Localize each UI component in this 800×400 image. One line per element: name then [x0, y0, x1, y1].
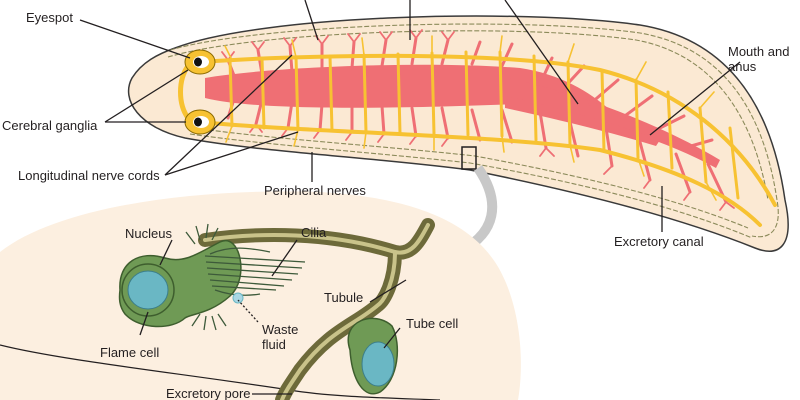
eyespot-lower	[184, 109, 216, 135]
label-excretory-canal: Excretory canal	[614, 234, 704, 249]
protonephridia-inset	[0, 191, 521, 400]
waste-fluid-droplet	[232, 292, 244, 304]
label-peripheral-nerves: Peripheral nerves	[264, 183, 366, 198]
label-cerebral-ganglia: Cerebral ganglia	[2, 118, 98, 133]
label-excretory-pore: Excretory pore	[166, 386, 251, 400]
label-flame-cell: Flame cell	[100, 345, 159, 360]
label-mouth-and-anus-line1: Mouth and	[728, 44, 789, 59]
zoom-region-box	[461, 146, 477, 170]
tubule	[198, 218, 435, 400]
label-nucleus: Nucleus	[125, 226, 172, 241]
label-mouth-and-anus-line2: anus	[728, 59, 757, 74]
label-waste-fluid-line1: Waste	[262, 322, 298, 337]
label-waste-fluid-line2: fluid	[262, 337, 286, 352]
nervous-system	[178, 35, 777, 227]
label-tubule: Tubule	[324, 290, 363, 305]
label-longitudinal-nerve-cords: Longitudinal nerve cords	[18, 168, 160, 183]
tube-cell	[347, 317, 399, 395]
eyespot-upper	[184, 49, 216, 75]
label-tube-cell: Tube cell	[406, 316, 458, 331]
label-cilia: Cilia	[301, 225, 327, 240]
planarian-body	[127, 15, 789, 252]
label-eyespot: Eyespot	[26, 10, 73, 25]
labels: Eyespot Cerebral ganglia Longitudinal ne…	[2, 10, 789, 400]
nucleus-shape	[127, 270, 169, 310]
leader-lines	[79, 0, 741, 395]
peripheral-nerve-net	[167, 23, 779, 239]
